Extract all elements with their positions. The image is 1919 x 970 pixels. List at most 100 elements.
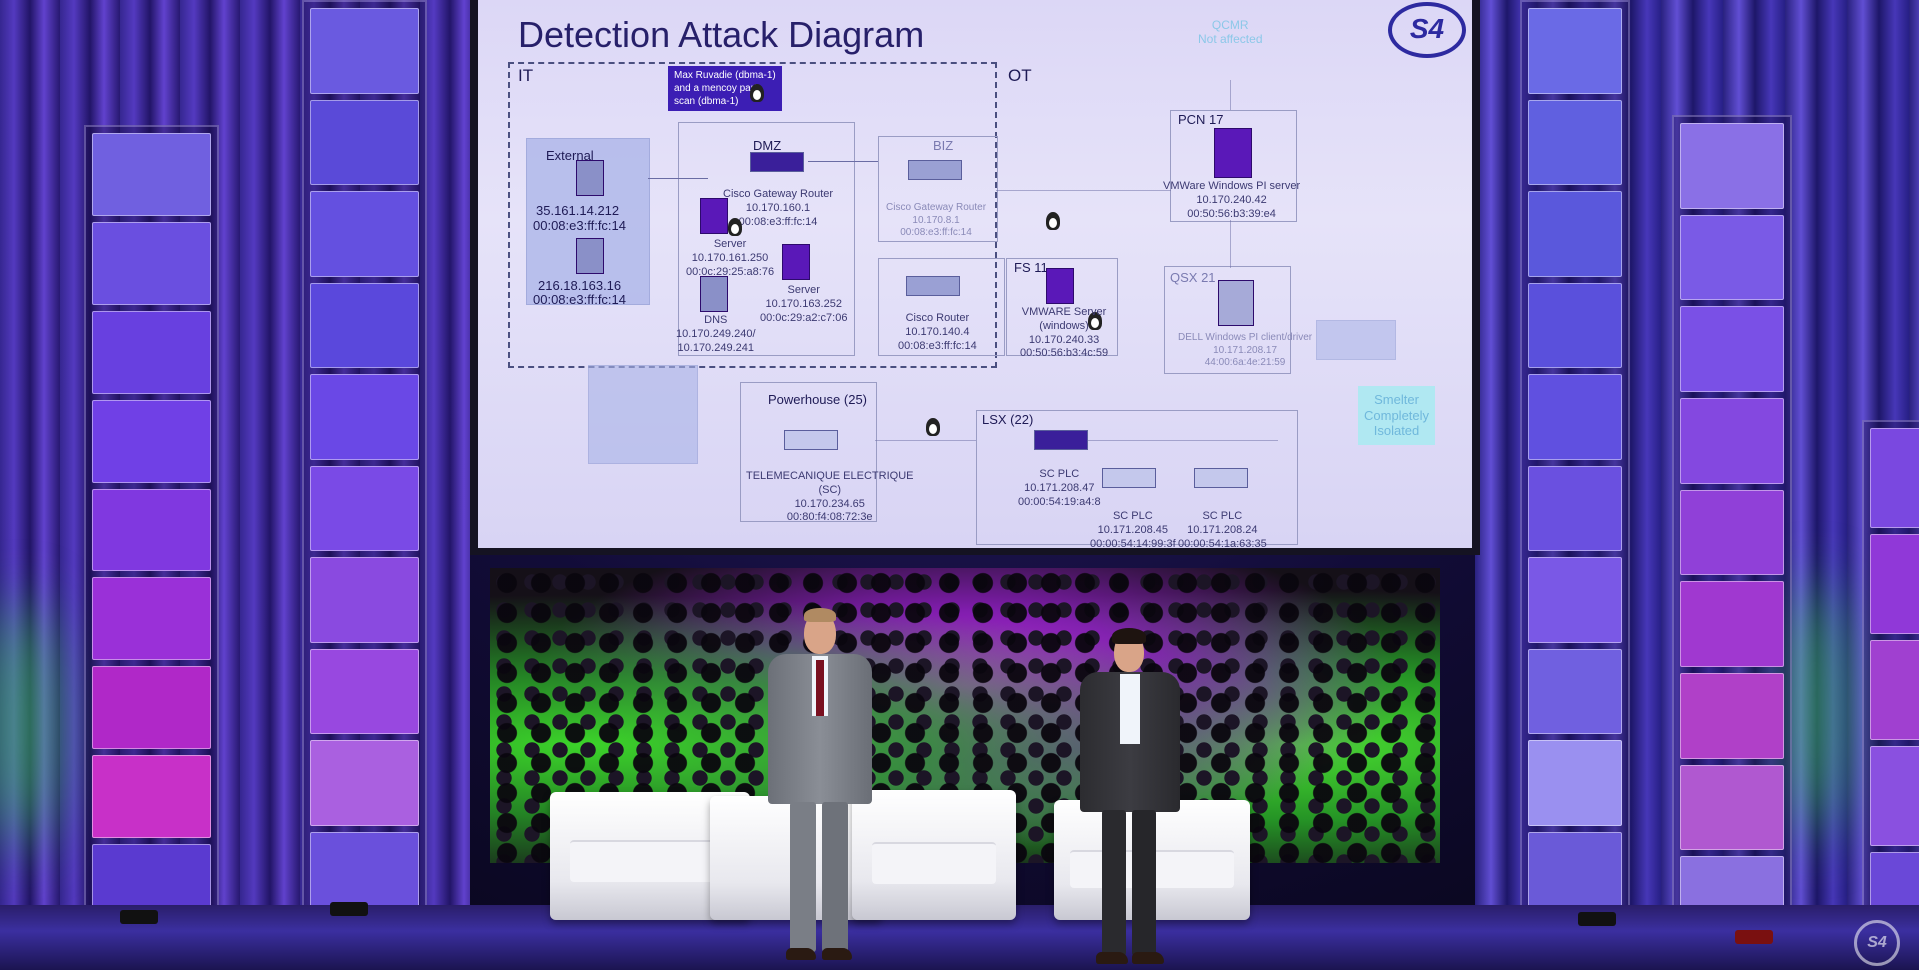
linux-icon [1046, 212, 1060, 230]
fs-label: FS 11 [1014, 260, 1048, 275]
qsx-label: QSX 21 [1170, 270, 1216, 285]
connector-line [1230, 80, 1231, 110]
lsx-zone [976, 410, 1298, 545]
s4-watermark: S4 [1854, 920, 1900, 966]
connector-line [648, 178, 708, 179]
dmz-router-icon [750, 152, 804, 172]
dmz-router-text: Cisco Gateway Router 10.170.160.1 00:08:… [723, 188, 834, 228]
attacker-callout: Max Ruvadie (dbma-1) and a mencoy part s… [668, 66, 782, 111]
qsx-client-text: DELL Windows PI client/driver 10.171.208… [1178, 332, 1313, 368]
floor-light [330, 902, 368, 916]
slide-title: Detection Attack Diagram [518, 14, 925, 55]
projection-screen: Detection Attack Diagram S4 IT OT Max Ru… [470, 0, 1480, 555]
s4-logo: S4 [1388, 2, 1466, 58]
lsx-plc-1-icon [1034, 430, 1088, 450]
ot-zone-label: OT [1008, 66, 1032, 85]
not-affected-note: QCMR Not affected [1198, 18, 1263, 46]
external-host-1-mac: 00:08:e3:ff:fc:14 [533, 218, 626, 233]
dmz-server-1-text: Server 10.170.161.250 00:0c:29:25:a8:76 [686, 238, 775, 278]
cisco-router-zone [878, 258, 1005, 356]
linux-icon [728, 218, 742, 236]
armchair-seat [872, 842, 996, 884]
lsx-plc-1-text: SC PLC 10.171.208.47 00:00:54:19:a4:8 [1018, 468, 1101, 508]
dns-server-icon [700, 276, 728, 312]
tie [816, 660, 824, 716]
biz-zone [878, 136, 998, 242]
presenter-grey-suit [760, 606, 880, 966]
cisco-router-icon [906, 276, 960, 296]
it-zone-boundary [508, 62, 997, 368]
shoe [1132, 952, 1164, 964]
biz-router-text: Cisco Gateway Router 10.170.8.1 00:08:e3… [886, 202, 987, 238]
linux-icon [750, 84, 764, 102]
powerhouse-label: Powerhouse (25) [768, 392, 867, 407]
light-column-far-left [84, 125, 219, 935]
dns-server-text: DNS 10.170.249.240/ 10.170.249.241 [676, 314, 756, 354]
external-host-2-mac: 00:08:e3:ff:fc:14 [533, 292, 626, 307]
leg [1102, 810, 1126, 956]
qsx-client-icon [1218, 280, 1254, 326]
external-host-1-icon [576, 160, 604, 196]
connector-line [808, 161, 878, 162]
lsx-label: LSX (22) [982, 412, 1034, 427]
qsx-zone [1164, 266, 1291, 374]
powerhouse-zone [740, 382, 877, 522]
leg [1132, 810, 1156, 956]
external-host-1-ip: 35.161.14.212 [536, 203, 620, 218]
smelter-isolated-note: Smelter Completely Isolated [1358, 386, 1436, 445]
green-glow-right [1780, 580, 1850, 840]
floor-light [1735, 930, 1773, 944]
fs-zone [1006, 258, 1118, 356]
lsx-plc-2-text: SC PLC 10.171.208.45 00:00:54:14:99:3f [1090, 510, 1176, 548]
external-host-2-icon [576, 238, 604, 274]
linux-icon [1088, 312, 1102, 330]
dmz-server-2-text: Server 10.170.163.252 00:0c:29:a2:c7:06 [760, 284, 848, 324]
connector-line [996, 190, 1171, 191]
dmz-server-2-icon [782, 244, 810, 280]
lsx-plc-3-text: SC PLC 10.171.208.24 00:00:54:1a:63:35 [1178, 510, 1267, 548]
lsx-plc-2-icon [1102, 468, 1156, 488]
powerhouse-device-icon [784, 430, 838, 450]
shoe [786, 948, 816, 960]
leg [822, 802, 848, 952]
pcn-server-icon [1214, 128, 1252, 178]
pcn-label: PCN 17 [1178, 112, 1224, 127]
biz-router-icon [908, 160, 962, 180]
faint-side-box [1316, 320, 1396, 360]
leg [790, 802, 816, 952]
cisco-router-text: Cisco Router 10.170.140.4 00:08:e3:ff:fc… [898, 312, 977, 352]
dmz-server-1-icon [700, 198, 728, 234]
faint-info-box [588, 365, 698, 464]
light-column-edge-right [1862, 420, 1919, 960]
biz-label: BIZ [933, 138, 954, 153]
lsx-plc-3-icon [1194, 468, 1248, 488]
powerhouse-device-text: TELEMECANIQUE ELECTRIQUE (SC) 10.170.234… [746, 470, 914, 524]
floor-light [120, 910, 158, 924]
shoe [1096, 952, 1128, 964]
hair [1112, 628, 1146, 644]
pcn-server-text: VMWare Windows PI server 10.170.240.42 0… [1163, 180, 1301, 220]
fs-server-icon [1046, 268, 1074, 304]
connector-line [875, 440, 976, 441]
shirt [1120, 674, 1140, 744]
light-column-left [302, 0, 427, 925]
it-zone-label: IT [518, 66, 534, 85]
connector-line [1230, 220, 1231, 268]
slide: Detection Attack Diagram S4 IT OT Max Ru… [478, 0, 1472, 548]
shoe [822, 948, 852, 960]
hair [804, 608, 836, 622]
pcn-zone [1170, 110, 1297, 222]
dmz-label: DMZ [753, 138, 782, 153]
external-label: External [546, 148, 594, 163]
connector-line [1088, 440, 1278, 441]
fs-server-text: VMWARE Server (windows) 10.170.240.33 00… [1020, 306, 1109, 360]
armchair-seat [570, 840, 730, 882]
light-column-right [1520, 0, 1630, 925]
light-column-far-right [1672, 115, 1792, 950]
dmz-zone [678, 122, 855, 356]
presenter-dark-suit [1070, 628, 1190, 968]
external-host-2-ip: 216.18.163.16 [538, 278, 622, 293]
floor-light [1578, 912, 1616, 926]
linux-icon [926, 418, 940, 436]
